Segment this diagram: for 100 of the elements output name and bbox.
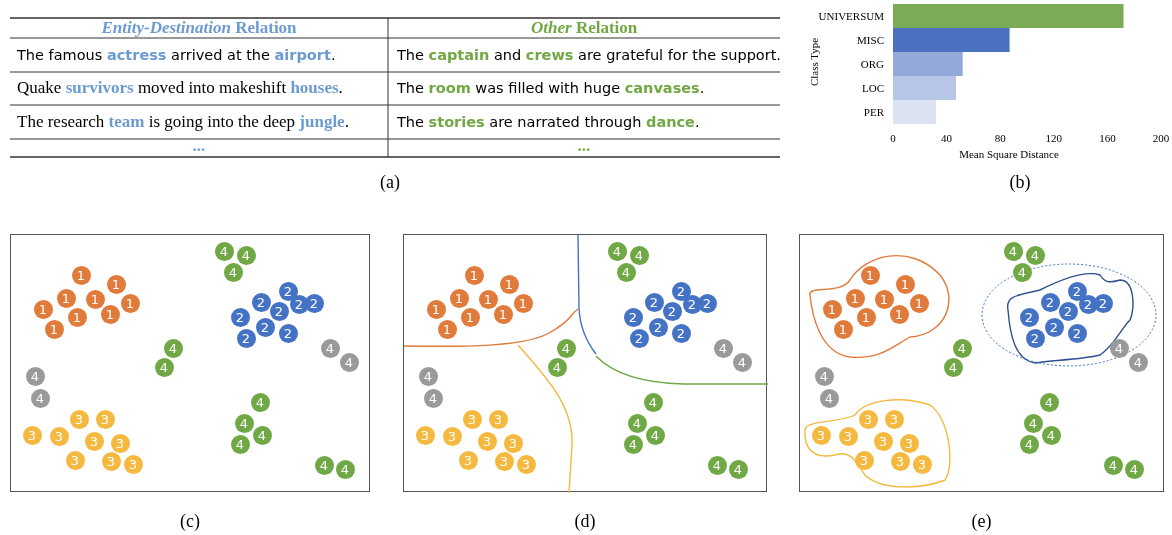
numbered-point: 4: [623, 434, 643, 454]
numbered-point: 1: [56, 288, 76, 308]
numbered-point: 1: [499, 274, 519, 294]
sentence: The room was filled with huge canvases.: [397, 79, 705, 98]
numbered-point: 3: [442, 426, 462, 446]
numbered-point: 2: [1019, 307, 1039, 327]
numbered-point: 1: [85, 289, 105, 309]
numbered-point: 3: [84, 431, 104, 451]
numbered-point: 1: [106, 274, 126, 294]
numbered-point: 4: [728, 459, 748, 479]
numbered-point: 1: [856, 307, 876, 327]
numbered-point: 1: [464, 265, 484, 285]
sentence: The stories are narrated through dance.: [397, 113, 700, 132]
numbered-point: 3: [494, 451, 514, 471]
table-header: Other Relation: [531, 18, 638, 38]
numbered-point: 2: [1067, 323, 1087, 343]
numbered-point: 2: [629, 328, 649, 348]
numbered-point: 2: [278, 323, 298, 343]
numbered-point: 4: [320, 338, 340, 358]
numbered-point: 3: [49, 426, 69, 446]
tick-label: 0: [890, 132, 896, 144]
numbered-point: 2: [230, 307, 250, 327]
ellipsis: ...: [577, 136, 591, 156]
numbered-point: 1: [845, 288, 865, 308]
numbered-point: 4: [252, 425, 272, 445]
numbered-point: 4: [645, 425, 665, 445]
numbered-point: 4: [230, 434, 250, 454]
numbered-point: 4: [732, 352, 752, 372]
numbered-point: 3: [101, 451, 121, 471]
numbered-point: 4: [952, 338, 972, 358]
numbered-point: 4: [643, 392, 663, 412]
numbered-point: 1: [889, 304, 909, 324]
numbered-point: 4: [1128, 352, 1148, 372]
numbered-point: 4: [707, 455, 727, 475]
sentence: The famous actress arrived at the airport.: [17, 46, 336, 65]
numbered-point: 3: [912, 454, 932, 474]
numbered-point: 2: [671, 281, 691, 301]
numbered-point: 3: [69, 409, 89, 429]
numbered-point: 4: [314, 455, 334, 475]
panel-caption: (a): [380, 172, 400, 192]
panel-caption: (c): [180, 511, 200, 532]
numbered-point: 4: [1023, 413, 1043, 433]
numbered-point: 4: [1012, 262, 1032, 282]
numbered-point: 2: [269, 301, 289, 321]
numbered-point: 4: [234, 413, 254, 433]
numbered-point: 1: [895, 274, 915, 294]
numbered-point: 1: [493, 304, 513, 324]
scatter-panel: [10, 234, 370, 492]
numbered-point: 1: [460, 307, 480, 327]
numbered-point: 4: [814, 366, 834, 386]
numbered-point: 4: [1041, 425, 1061, 445]
numbered-point: 2: [1058, 301, 1078, 321]
numbered-point: 4: [629, 245, 649, 265]
category-label: ORG: [860, 58, 884, 70]
numbered-point: 1: [100, 304, 120, 324]
numbered-point: 1: [437, 319, 457, 339]
numbered-point: 4: [1025, 245, 1045, 265]
numbered-point: 4: [1109, 338, 1129, 358]
numbered-point: 2: [1067, 281, 1087, 301]
tick-label: 200: [1152, 132, 1170, 144]
numbered-point: 3: [95, 409, 115, 429]
numbered-point: 3: [873, 431, 893, 451]
numbered-point: 3: [22, 425, 42, 445]
numbered-point: 4: [223, 262, 243, 282]
numbered-point: 4: [1003, 241, 1023, 261]
numbered-point: 2: [671, 323, 691, 343]
scatter-panel: [403, 234, 767, 492]
numbered-point: 1: [426, 299, 446, 319]
numbered-point: 2: [278, 281, 298, 301]
numbered-point: 1: [67, 307, 87, 327]
numbered-point: 1: [513, 293, 533, 313]
numbered-point: 3: [890, 451, 910, 471]
numbered-point: 4: [214, 241, 234, 261]
numbered-point: 1: [909, 293, 929, 313]
numbered-point: 3: [811, 425, 831, 445]
numbered-point: 4: [607, 241, 627, 261]
numbered-point: 2: [697, 293, 717, 313]
numbered-point: 1: [478, 289, 498, 309]
scatter-panel: [799, 234, 1164, 492]
numbered-point: 3: [838, 426, 858, 446]
numbered-point: 4: [25, 366, 45, 386]
numbered-point: 3: [65, 450, 85, 470]
numbered-point: 4: [236, 245, 256, 265]
numbered-point: 4: [627, 413, 647, 433]
numbered-point: 3: [123, 454, 143, 474]
numbered-point: 1: [833, 319, 853, 339]
numbered-point: 4: [163, 338, 183, 358]
numbered-point: 4: [154, 357, 174, 377]
numbered-point: 4: [339, 352, 359, 372]
numbered-point: 1: [44, 319, 64, 339]
tick-label: 80: [994, 132, 1006, 144]
numbered-point: 4: [943, 357, 963, 377]
numbered-point: 3: [477, 431, 497, 451]
numbered-point: 4: [1103, 455, 1123, 475]
numbered-point: 2: [255, 317, 275, 337]
numbered-point: 3: [884, 409, 904, 429]
numbered-point: 1: [33, 299, 53, 319]
numbered-point: 4: [1019, 434, 1039, 454]
numbered-point: 2: [1025, 328, 1045, 348]
tick-label: 40: [941, 132, 953, 144]
